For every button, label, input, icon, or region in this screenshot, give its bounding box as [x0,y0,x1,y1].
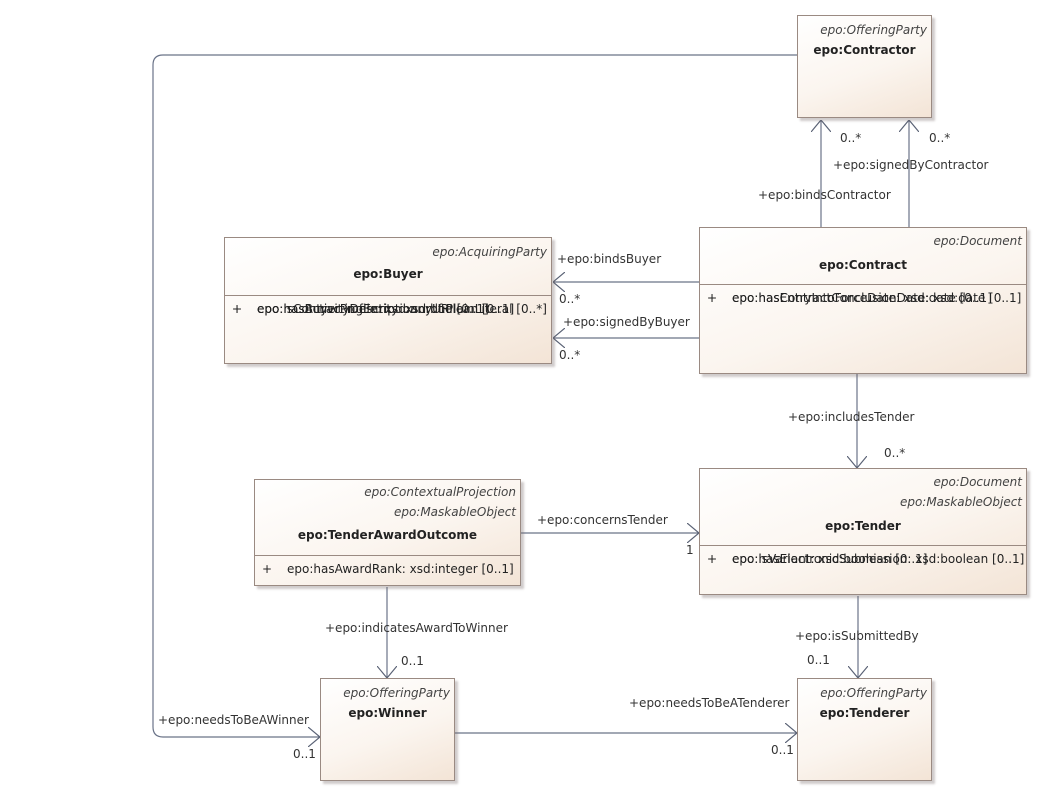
tenderer-name: epo:Tenderer [819,706,910,720]
tao-stereotype-1: epo:ContextualProjection [364,485,516,499]
winner-stereotype: epo:OfferingParty [343,686,450,700]
visibility-marker: + [707,291,718,305]
role-label: +epo:bindsContractor [758,188,891,202]
visibility-marker: + [262,562,273,576]
contract-name: epo:Contract [819,258,907,272]
visibility-marker: + [707,552,718,566]
role-label: +epo:bindsBuyer [557,252,662,266]
buyer-stereotype: epo:AcquiringParty [432,245,547,259]
buyer-attributes: + epo:hasActivityDescription: rdf:PlainL… [225,295,551,316]
attribute-text: epo:isContractingEntity: xsd:boolean [0.… [257,302,515,316]
tao-stereotype-2: epo:MaskableObject [393,505,516,519]
multiplicity-label: 0..* [929,131,951,145]
tender-stereotype-1: epo:Document [933,475,1022,489]
role-label: +epo:needsToBeATenderer [629,696,790,710]
role-label: +epo:signedByContractor [833,158,989,172]
attribute-text: epo:hasAwardRank: xsd:integer [0..1] [287,562,514,576]
class-tender[interactable]: epo:Document epo:MaskableObject epo:Tend… [699,468,1027,595]
class-tender-award-outcome[interactable]: epo:ContextualProjection epo:MaskableObj… [254,479,521,586]
visibility-marker: + [232,302,243,316]
role-label: +epo:signedByBuyer [563,315,690,329]
visibility-marker: + [707,552,718,566]
class-tenderer[interactable]: epo:OfferingParty epo:Tenderer [797,678,932,781]
tenderer-stereotype: epo:OfferingParty [820,686,927,700]
multiplicity-label: 0..1 [807,653,830,667]
attribute-text: epo:hasActivityDescription: rdf:PlainLit… [257,302,547,316]
visibility-marker: + [232,302,243,316]
class-contractor[interactable]: epo:OfferingParty epo:Contractor [797,15,932,118]
role-label: +epo:needsToBeAWinner [158,713,309,727]
contractor-stereotype: epo:OfferingParty [820,23,927,37]
contractor-name: epo:Contractor [813,43,916,57]
assoc-needs-to-be-a-winner[interactable] [152,54,797,737]
multiplicity-label: 1 [686,543,694,557]
multiplicity-label: 0..* [559,348,581,362]
attribute-text: epo:hasEntryIntoForceDate: xsd:date [0..… [732,291,992,305]
visibility-marker: + [707,291,718,305]
multiplicity-label: 0..* [559,292,581,306]
multiplicity-label: 0..* [840,131,862,145]
contract-stereotype: epo:Document [933,234,1022,248]
role-label: +epo:concernsTender [537,513,668,527]
attribute-text: epo:hasElectronicSubmission: xsd:boolean… [732,552,1025,566]
buyer-name: epo:Buyer [353,267,423,281]
class-contract[interactable]: epo:Document epo:Contract + epo:hasContr… [699,227,1027,374]
attribute-text: epo:hasContractConclusionDate: xsd:date … [732,291,1022,305]
attribute-text: epo:hasBuyerProfile: xsd:anyURI [0..1] [257,302,489,316]
tao-attributes: + epo:hasAwardRank: xsd:integer [0..1] [255,555,520,576]
multiplicity-label: 0..1 [771,743,794,757]
class-buyer[interactable]: epo:AcquiringParty epo:Buyer + epo:hasAc… [224,237,552,364]
attribute-text: epo:isVariant: xsd:boolean [0..1] [732,552,928,566]
multiplicity-label: 0..1 [293,747,316,761]
contract-attributes: + epo:hasContractConclusionDate: xsd:dat… [700,284,1026,305]
multiplicity-label: 0..* [884,446,906,460]
winner-name: epo:Winner [348,706,427,720]
role-label: +epo:isSubmittedBy [795,629,919,643]
visibility-marker: + [232,302,243,316]
role-label: +epo:includesTender [788,410,915,424]
tender-name: epo:Tender [825,519,901,533]
class-winner[interactable]: epo:OfferingParty epo:Winner [320,678,455,781]
role-label: +epo:indicatesAwardToWinner [325,621,508,635]
tender-stereotype-2: epo:MaskableObject [899,495,1022,509]
tao-name: epo:TenderAwardOutcome [297,528,478,542]
multiplicity-label: 0..1 [401,654,424,668]
tender-attributes: + epo:hasElectronicSubmission: xsd:boole… [700,545,1026,566]
